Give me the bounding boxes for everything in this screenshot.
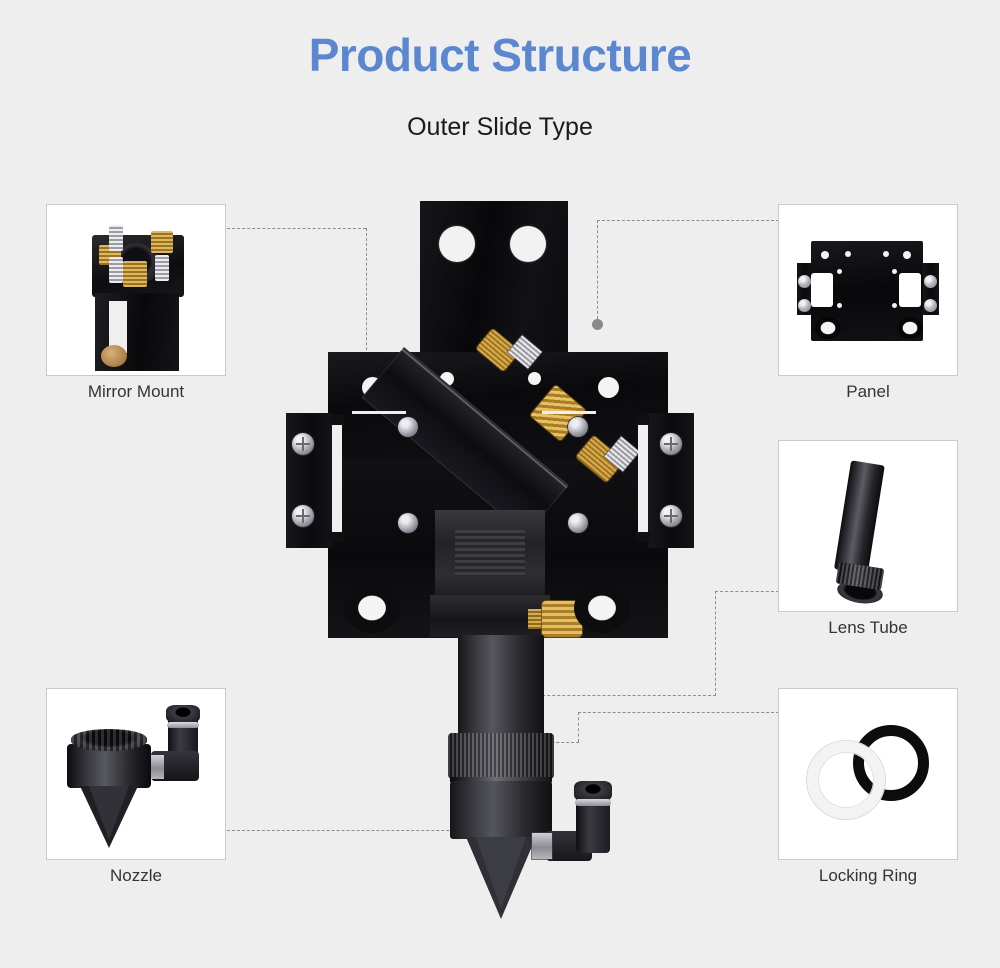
callout-locking-ring-image bbox=[778, 688, 958, 860]
rail-nub bbox=[636, 532, 650, 542]
rail-screw-icon bbox=[660, 433, 682, 455]
locking-ring-artwork bbox=[779, 689, 957, 859]
leader-dot-panel bbox=[592, 319, 603, 330]
left-rail-gap bbox=[332, 421, 342, 541]
silver-screw-icon bbox=[109, 225, 123, 251]
back-plate-hole bbox=[439, 226, 475, 262]
body-screw-icon bbox=[568, 417, 588, 437]
locking-ring-white bbox=[807, 741, 885, 819]
nozzle-elbow-port bbox=[166, 705, 200, 723]
nozzle-cone-highlight bbox=[89, 786, 129, 840]
rail-screw-icon bbox=[292, 433, 314, 455]
rail-screw-icon bbox=[660, 505, 682, 527]
panel-hole bbox=[892, 303, 897, 308]
brass-screw-icon bbox=[123, 261, 147, 287]
lens-tube-artwork bbox=[779, 441, 957, 611]
mirror-mount-brass-foot bbox=[101, 345, 127, 367]
panel-hole bbox=[883, 251, 889, 257]
nozzle-artwork bbox=[47, 689, 225, 859]
panel-hole bbox=[892, 269, 897, 274]
nozzle-elbow-collar bbox=[167, 722, 199, 728]
rail-nub bbox=[330, 415, 344, 425]
mirror-mount-artwork bbox=[47, 205, 225, 375]
body-screw-icon bbox=[568, 513, 588, 533]
nozzle-fitting-nut bbox=[147, 755, 164, 779]
callout-label-mirror-mount: Mirror Mount bbox=[87, 382, 185, 401]
arm-notch bbox=[542, 411, 596, 414]
back-plate-hole bbox=[510, 226, 546, 262]
callout-label-locking-ring: Locking Ring bbox=[818, 866, 918, 885]
nozzle-threaded-top bbox=[71, 729, 147, 751]
rail-nub bbox=[330, 532, 344, 542]
page-subtitle: Outer Slide Type bbox=[407, 113, 593, 141]
panel-hole bbox=[845, 251, 851, 257]
callout-label-panel: Panel bbox=[846, 382, 890, 401]
assembly-elbow-port bbox=[574, 781, 612, 801]
right-rail-gap bbox=[638, 421, 648, 541]
thumbscrew-stem bbox=[528, 609, 546, 629]
cross-arm-small-hole bbox=[528, 372, 541, 385]
panel-screw-icon bbox=[798, 299, 811, 312]
panel-screw-icon bbox=[924, 299, 937, 312]
assembly-elbow-nut bbox=[532, 833, 552, 859]
panel-cutout-right bbox=[899, 273, 921, 307]
callout-label-lens-tube: Lens Tube bbox=[828, 618, 908, 637]
callout-label-nozzle: Nozzle bbox=[110, 866, 162, 885]
body-screw-icon bbox=[398, 513, 418, 533]
rail-screw-icon bbox=[292, 505, 314, 527]
brass-screw-icon bbox=[151, 231, 173, 253]
page-title: Product Structure bbox=[308, 29, 692, 81]
assembly-left-rail bbox=[286, 413, 332, 548]
body-counterbore-hole bbox=[574, 583, 630, 633]
panel-mount-hole bbox=[897, 317, 923, 339]
assembly-lens-tube bbox=[458, 635, 544, 735]
mirror-mount-slot bbox=[109, 301, 127, 353]
body-screw-icon bbox=[398, 417, 418, 437]
panel-screw-icon bbox=[924, 275, 937, 288]
assembly-elbow-collar bbox=[575, 799, 611, 806]
panel-hole bbox=[821, 251, 829, 259]
panel-hole bbox=[837, 303, 842, 308]
callout-lens-tube-image bbox=[778, 440, 958, 612]
nozzle-seam bbox=[450, 777, 552, 782]
silver-screw-icon bbox=[155, 255, 169, 281]
assembly-mid-block bbox=[435, 510, 545, 602]
silver-screw-icon bbox=[109, 257, 123, 283]
arm-notch bbox=[352, 411, 406, 414]
mid-block-ridges bbox=[455, 530, 525, 576]
panel-artwork bbox=[779, 205, 957, 375]
rail-nub bbox=[636, 415, 650, 425]
panel-mount-hole bbox=[815, 317, 841, 339]
panel-screw-icon bbox=[798, 275, 811, 288]
assembly-nozzle-barrel bbox=[450, 781, 552, 839]
panel-hole bbox=[903, 251, 911, 259]
callout-nozzle-image bbox=[46, 688, 226, 860]
panel-cutout-left bbox=[811, 273, 833, 307]
callout-panel-image bbox=[778, 204, 958, 376]
body-counterbore-hole bbox=[344, 583, 400, 633]
callout-mirror-mount-image bbox=[46, 204, 226, 376]
nozzle-body bbox=[67, 744, 151, 788]
lens-tube-barrel bbox=[834, 460, 885, 575]
assembly-locking-ring bbox=[448, 733, 554, 779]
panel-hole bbox=[837, 269, 842, 274]
assembly-illustration bbox=[280, 195, 700, 919]
assembly-nozzle-cone-highlight bbox=[476, 837, 526, 909]
cross-arm-hole bbox=[598, 377, 619, 398]
